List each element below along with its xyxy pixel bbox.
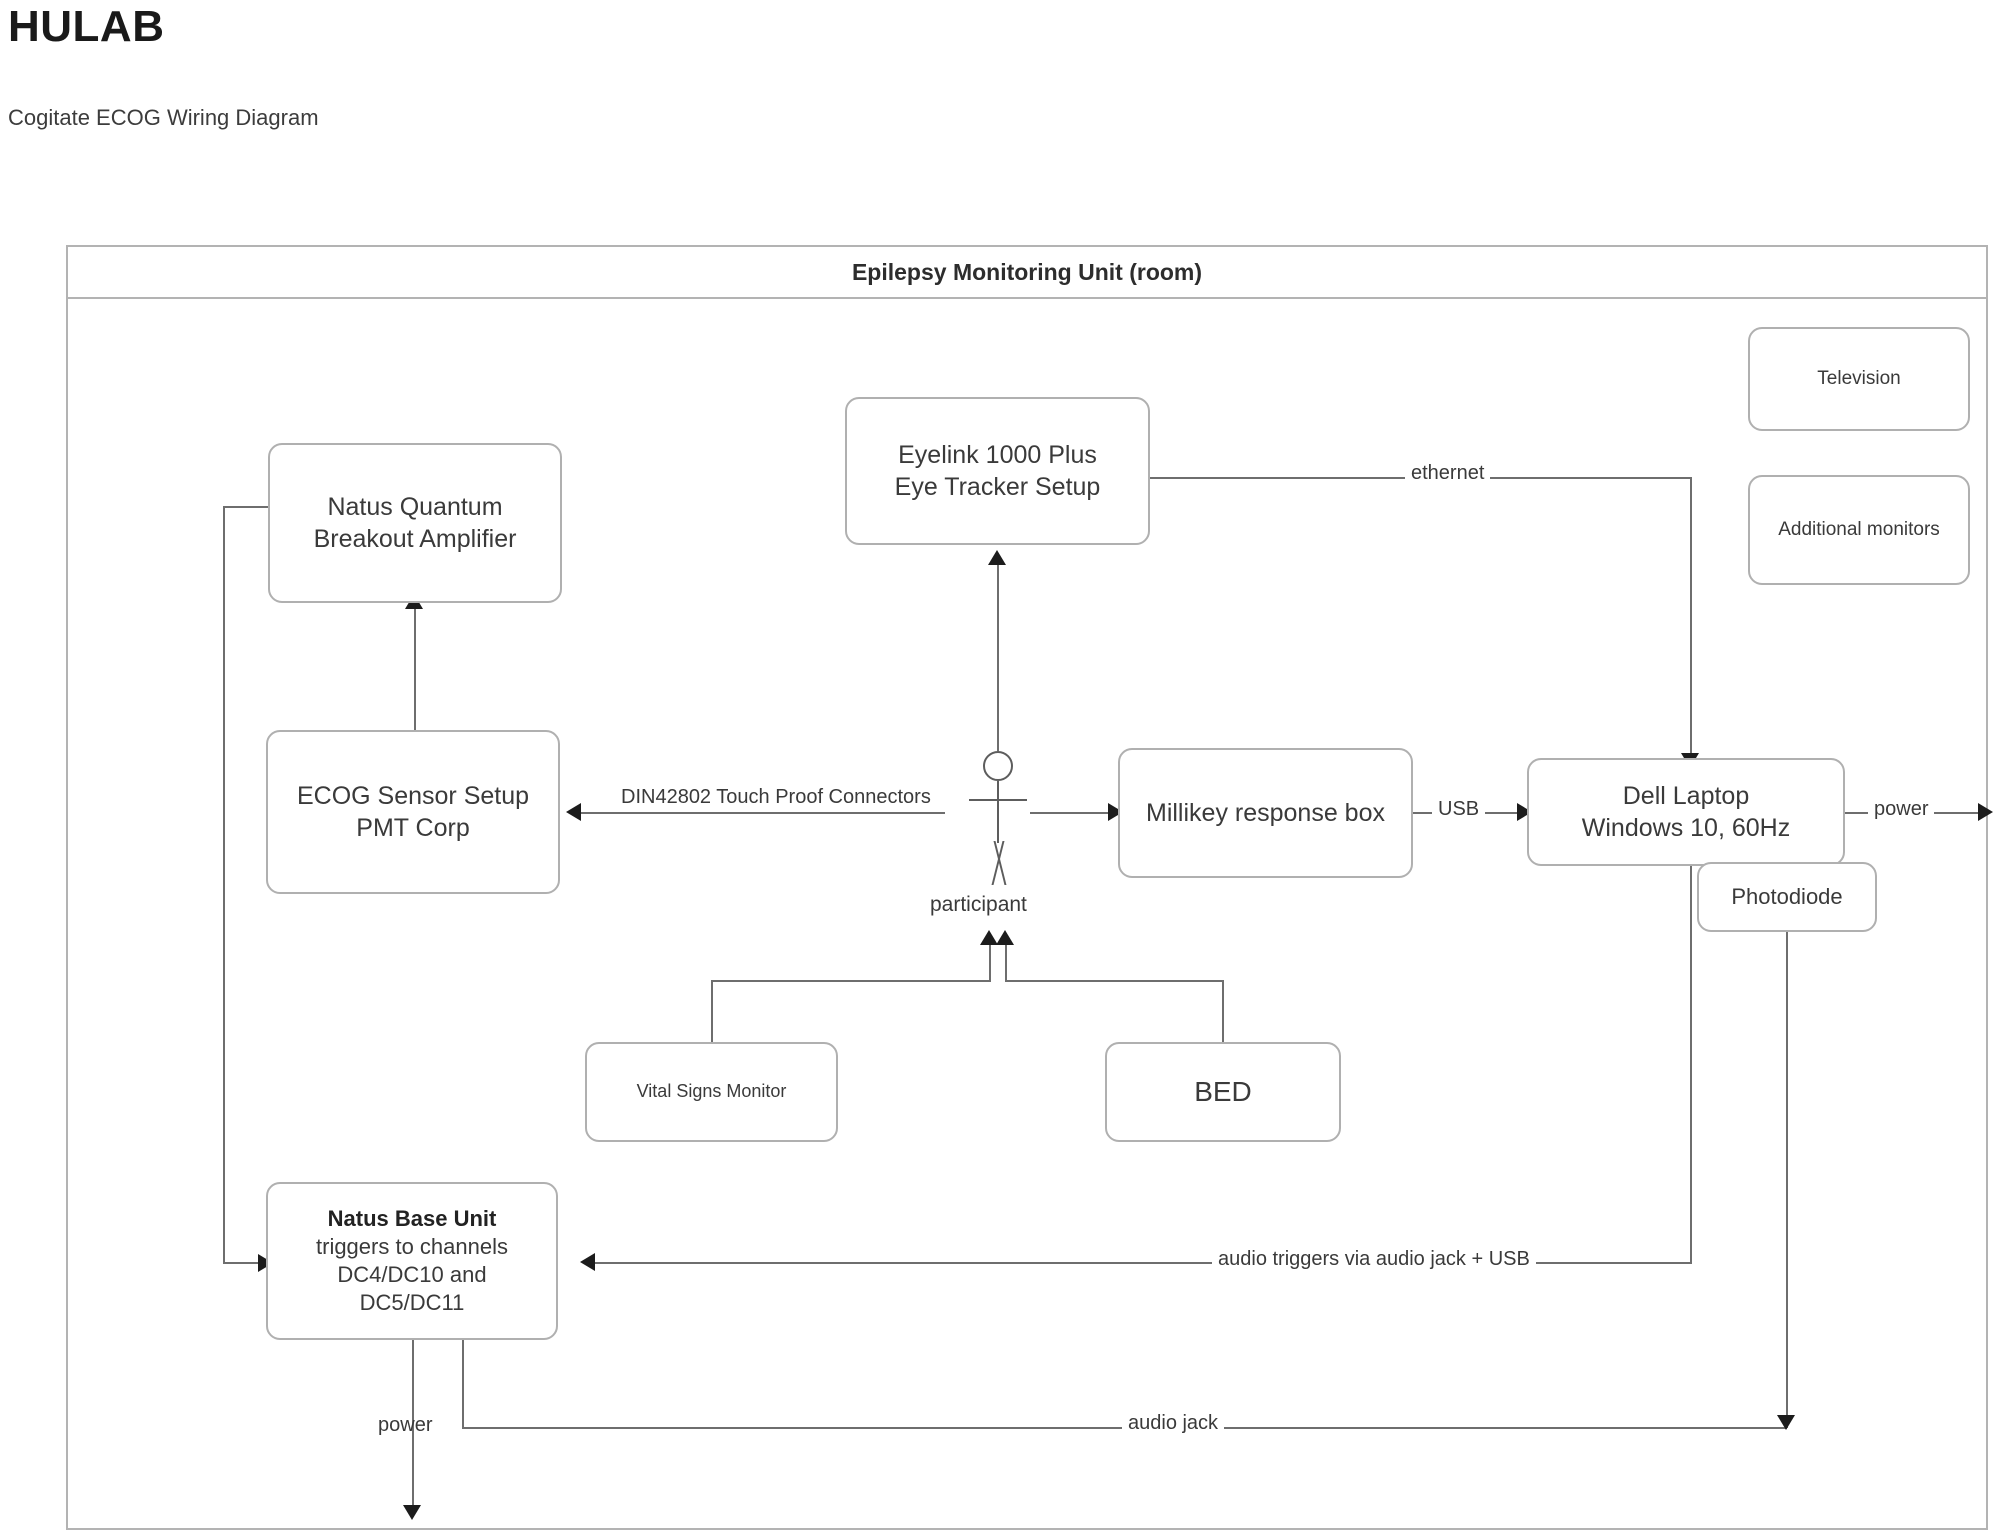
room-container: Epilepsy Monitoring Unit (room) [66, 245, 1988, 1530]
connector-bed-up [1222, 980, 1224, 1042]
node-eyelink-eye-tracker[interactable]: Eyelink 1000 Plus Eye Tracker Setup [845, 397, 1150, 545]
node-additional-monitors[interactable]: Additional monitors [1748, 475, 1970, 585]
additional-monitors-label: Additional monitors [1778, 518, 1940, 540]
actor-participant[interactable] [969, 751, 1027, 886]
edge-label-ethernet: ethernet [1405, 460, 1491, 486]
connector-vitals-up [711, 980, 713, 1042]
connector-audio-triggers-v [1690, 866, 1692, 1262]
dell-laptop-line1: Dell Laptop [1622, 782, 1750, 810]
participant-arms-icon [969, 799, 1027, 801]
connector-bed-h [1005, 980, 1223, 982]
eyelink-line1: Eyelink 1000 Plus [898, 441, 1097, 469]
din-line1: DIN42802 [621, 786, 712, 808]
connector-vitals-h [711, 980, 989, 982]
arrowhead-into-participant-left [980, 930, 998, 945]
edge-label-power-right: power [1868, 796, 1935, 822]
arrowhead-photodiode-to-audiojack [1777, 1415, 1795, 1430]
ecog-sensor-line2: PMT Corp [356, 814, 470, 842]
node-millikey-response-box[interactable]: Millikey response box [1118, 748, 1413, 878]
connector-participant-to-millikey [1030, 812, 1118, 814]
connector-participant-to-ecog [572, 812, 945, 814]
participant-body-icon [997, 781, 999, 843]
node-ecog-sensor-setup[interactable]: ECOG Sensor Setup PMT Corp [266, 730, 560, 894]
edge-label-power-bottom: power [378, 1414, 433, 1436]
connector-eyelink-ethernet-v [1690, 477, 1692, 759]
eyelink-line2: Eye Tracker Setup [894, 473, 1101, 501]
natus-base-line2: triggers to channels [316, 1233, 508, 1259]
natus-base-line1: Natus Base Unit [327, 1205, 497, 1231]
television-label: Television [1817, 367, 1901, 389]
connector-participant-to-eyelink [997, 556, 999, 751]
arrowhead-power-right [1978, 803, 1993, 821]
connector-bed-into-participant [1005, 938, 1007, 982]
photodiode-label: Photodiode [1731, 883, 1843, 909]
arrowhead-power-bottom [403, 1505, 421, 1520]
din-line2: Touch Proof Connectors [716, 786, 931, 808]
connector-quantum-to-base-bottom [223, 1262, 265, 1264]
connector-ecog-to-quantum [414, 600, 416, 730]
arrowhead-into-ecog-sensor [566, 803, 581, 821]
room-title: Epilepsy Monitoring Unit (room) [851, 258, 1203, 285]
dell-laptop-line2: Windows 10, 60Hz [1581, 814, 1791, 842]
vital-signs-label: Vital Signs Monitor [636, 1081, 787, 1102]
connector-base-audiojack-v [462, 1340, 464, 1428]
connector-quantum-to-base-vertical [223, 506, 225, 1262]
node-television[interactable]: Television [1748, 327, 1970, 431]
bed-label: BED [1194, 1076, 1252, 1108]
arrowhead-into-natus-base-right [580, 1253, 595, 1271]
node-photodiode[interactable]: Photodiode [1697, 862, 1877, 932]
ecog-sensor-line1: ECOG Sensor Setup [296, 782, 530, 810]
connector-photodiode-down [1786, 930, 1788, 1428]
participant-head-icon [983, 751, 1013, 781]
participant-label: participant [930, 893, 1027, 916]
node-vital-signs-monitor[interactable]: Vital Signs Monitor [585, 1042, 838, 1142]
room-header: Epilepsy Monitoring Unit (room) [68, 247, 1986, 299]
connector-base-power-v [412, 1340, 414, 1515]
natus-base-line4: DC5/DC11 [359, 1290, 465, 1316]
edge-label-usb: USB [1432, 796, 1486, 822]
page-title: HULAB [8, 2, 165, 51]
arrowhead-into-eyelink [988, 550, 1006, 565]
edge-label-din-connectors: DIN42802 Touch Proof Connectors [615, 784, 931, 810]
node-natus-base-unit[interactable]: Natus Base Unit triggers to channels DC4… [266, 1182, 558, 1340]
connector-vitals-into-participant [989, 938, 991, 982]
natus-base-line3: DC4/DC10 and [337, 1262, 487, 1287]
node-bed[interactable]: BED [1105, 1042, 1341, 1142]
node-dell-laptop[interactable]: Dell Laptop Windows 10, 60Hz [1527, 758, 1845, 866]
natus-quantum-line1: Natus Quantum [327, 493, 503, 521]
natus-quantum-line2: Breakout Amplifier [313, 525, 517, 553]
connector-audio-triggers-h [588, 1262, 1692, 1264]
node-natus-quantum-breakout-amplifier[interactable]: Natus Quantum Breakout Amplifier [268, 443, 562, 603]
edge-label-audio-triggers: audio triggers via audio jack + USB [1212, 1246, 1536, 1272]
edge-label-audio-jack: audio jack [1122, 1410, 1225, 1436]
millikey-label: Millikey response box [1146, 799, 1385, 827]
connector-quantum-to-base-top [223, 506, 268, 508]
arrowhead-into-participant-right [996, 930, 1014, 945]
page-subtitle: Cogitate ECOG Wiring Diagram [8, 105, 319, 130]
